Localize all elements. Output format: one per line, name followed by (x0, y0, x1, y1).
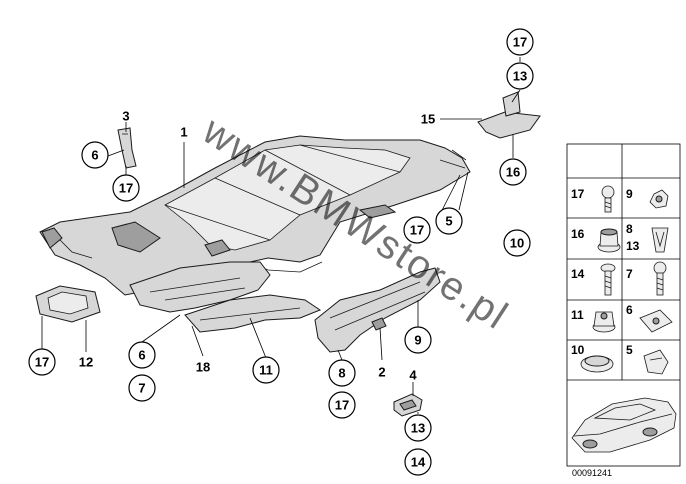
clip-4 (393, 393, 423, 417)
svg-text:11: 11 (259, 363, 273, 378)
grid-label-17: 17 (571, 187, 585, 201)
svg-text:17: 17 (335, 398, 349, 413)
callout-8: 8 (328, 359, 356, 387)
callout-7-low: 7 (128, 374, 156, 402)
side-panel-left-lower (129, 261, 271, 313)
grid-label-13: 13 (626, 239, 640, 253)
svg-text:17: 17 (119, 181, 133, 196)
fastener-grid: 17 9 16 8 13 14 7 (566, 143, 681, 478)
screw-14-icon (600, 263, 616, 296)
callout-6-low: 6 (128, 341, 156, 369)
svg-text:13: 13 (411, 421, 425, 436)
label-15: 15 (421, 112, 435, 127)
label-4: 4 (409, 368, 417, 383)
document-number: 00091241 (572, 468, 612, 478)
svg-text:6: 6 (91, 148, 98, 163)
car-thumbnail (571, 397, 677, 453)
spreader-nut-8-13-icon (651, 227, 669, 253)
bracket-3 (117, 127, 137, 169)
underbody-panel-main (39, 135, 471, 296)
callout-14-bottom: 14 (404, 448, 432, 476)
callout-11: 11 (252, 356, 280, 384)
grid-label-16: 16 (571, 227, 585, 241)
svg-text:17: 17 (35, 355, 49, 370)
svg-text:10: 10 (510, 236, 524, 251)
svg-text:17: 17 (410, 223, 424, 238)
svg-text:16: 16 (506, 165, 520, 180)
label-3: 3 (122, 109, 129, 124)
callout-10: 10 (503, 229, 531, 257)
bracket-15 (477, 91, 541, 139)
grid-label-10: 10 (571, 343, 585, 357)
grid-label-8: 8 (626, 222, 633, 236)
nut-9-icon (649, 189, 669, 209)
grid-label-11: 11 (571, 308, 584, 322)
callout-16-top: 16 (499, 158, 527, 186)
leader-lines (41, 57, 521, 414)
svg-text:17: 17 (513, 35, 527, 50)
grid-label-6: 6 (626, 303, 633, 317)
grid-label-7: 7 (626, 267, 633, 281)
clip-5-icon (643, 349, 669, 375)
callout-9: 9 (404, 326, 432, 354)
label-1: 1 (180, 125, 187, 140)
svg-text:6: 6 (138, 348, 145, 363)
callout-5: 5 (435, 207, 463, 235)
screw-7-icon (653, 261, 667, 296)
callout-17-mid: 17 (403, 216, 431, 244)
label-18: 18 (196, 360, 210, 375)
clip-nut-6-icon (639, 309, 673, 333)
callout-17-top: 17 (506, 28, 534, 56)
grid-label-9: 9 (626, 187, 633, 201)
callout-13-top: 13 (506, 62, 534, 90)
callout-6-left: 6 (81, 141, 109, 169)
side-trim-right (314, 267, 441, 353)
callout-17-left: 17 (112, 174, 140, 202)
svg-text:7: 7 (138, 381, 145, 396)
flange-nut-11-icon (592, 311, 616, 333)
heat-shield-plate-12 (35, 285, 101, 323)
callout-17-bottom: 17 (328, 391, 356, 419)
label-12: 12 (79, 355, 93, 370)
callout-17-bottom-left: 17 (28, 348, 56, 376)
grid-label-14: 14 (571, 267, 585, 281)
reinforcement-bracket-18-11 (184, 294, 322, 333)
svg-text:5: 5 (445, 214, 452, 229)
label-2: 2 (378, 365, 385, 380)
svg-text:9: 9 (414, 333, 421, 348)
flange-nut-16-icon (597, 228, 621, 253)
svg-text:13: 13 (513, 69, 527, 84)
svg-text:8: 8 (338, 366, 345, 381)
screw-17-icon (601, 185, 615, 213)
grid-label-5: 5 (626, 343, 633, 357)
svg-text:14: 14 (411, 455, 426, 470)
callout-13-bottom: 13 (404, 414, 432, 442)
grommet-10-icon (580, 355, 614, 373)
